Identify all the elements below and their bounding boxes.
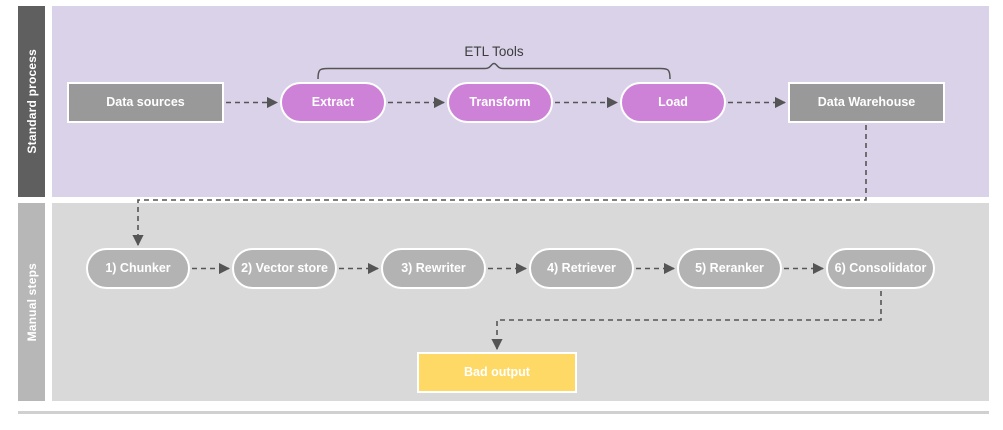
node-chunker-label: 1) Chunker <box>105 261 171 276</box>
node-vector-store-label: 2) Vector store <box>241 261 328 276</box>
node-extract[interactable]: Extract <box>280 82 386 123</box>
lane-header-manual-steps: Manual steps <box>18 203 45 401</box>
node-bad-output[interactable]: Bad output <box>417 352 577 393</box>
lane-label-standard-process: Standard process <box>24 49 39 154</box>
node-load-label: Load <box>658 95 688 110</box>
node-data-sources-label: Data sources <box>106 95 185 110</box>
node-data-sources[interactable]: Data sources <box>67 82 224 123</box>
node-rewriter[interactable]: 3) Rewriter <box>381 248 486 289</box>
node-data-warehouse[interactable]: Data Warehouse <box>788 82 945 123</box>
node-retriever-label: 4) Retriever <box>547 261 616 276</box>
node-retriever[interactable]: 4) Retriever <box>529 248 634 289</box>
node-load[interactable]: Load <box>620 82 726 123</box>
node-consolidator[interactable]: 6) Consolidator <box>826 248 935 289</box>
node-transform-label: Transform <box>469 95 531 110</box>
node-rewriter-label: 3) Rewriter <box>401 261 466 276</box>
node-reranker[interactable]: 5) Reranker <box>677 248 782 289</box>
node-data-warehouse-label: Data Warehouse <box>817 95 916 110</box>
lane-label-manual-steps: Manual steps <box>24 262 39 342</box>
node-consolidator-label: 6) Consolidator <box>834 261 927 276</box>
etl-tools-label: ETL Tools <box>464 44 524 59</box>
diagram-bottom-rule <box>18 411 989 414</box>
node-vector-store[interactable]: 2) Vector store <box>232 248 337 289</box>
node-extract-label: Extract <box>311 95 355 110</box>
lane-header-standard-process: Standard process <box>18 6 45 197</box>
node-transform[interactable]: Transform <box>447 82 553 123</box>
node-bad-output-label: Bad output <box>464 365 530 380</box>
node-reranker-label: 5) Reranker <box>695 261 764 276</box>
node-chunker[interactable]: 1) Chunker <box>86 248 190 289</box>
